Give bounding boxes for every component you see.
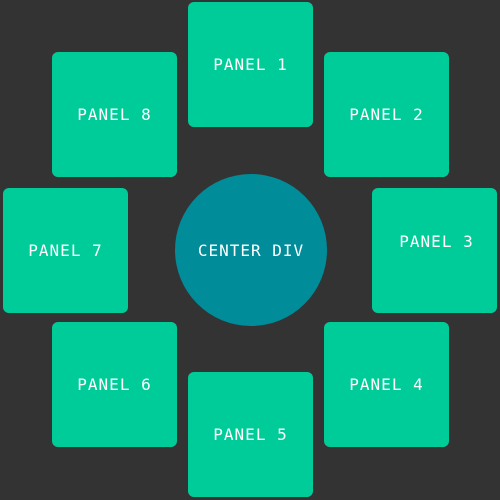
panel-1[interactable]: PANEL 1 (188, 2, 313, 127)
center-div[interactable]: CENTER DIV (175, 174, 327, 326)
panel-7-label: PANEL 7 (28, 241, 103, 260)
panel-8-label: PANEL 8 (77, 105, 152, 124)
panel-1-label: PANEL 1 (213, 55, 288, 74)
panel-3-label: PANEL 3 (399, 232, 474, 251)
panel-7[interactable]: PANEL 7 (3, 188, 128, 313)
panel-5-label: PANEL 5 (213, 425, 288, 444)
panel-2[interactable]: PANEL 2 (324, 52, 449, 177)
panel-4[interactable]: PANEL 4 (324, 322, 449, 447)
panel-3[interactable]: PANEL 3 (372, 188, 497, 313)
panel-8[interactable]: PANEL 8 (52, 52, 177, 177)
center-div-label: CENTER DIV (197, 240, 305, 260)
panel-2-label: PANEL 2 (349, 105, 424, 124)
panel-6-label: PANEL 6 (77, 375, 152, 394)
panel-5[interactable]: PANEL 5 (188, 372, 313, 497)
panel-6[interactable]: PANEL 6 (52, 322, 177, 447)
panel-4-label: PANEL 4 (349, 375, 424, 394)
